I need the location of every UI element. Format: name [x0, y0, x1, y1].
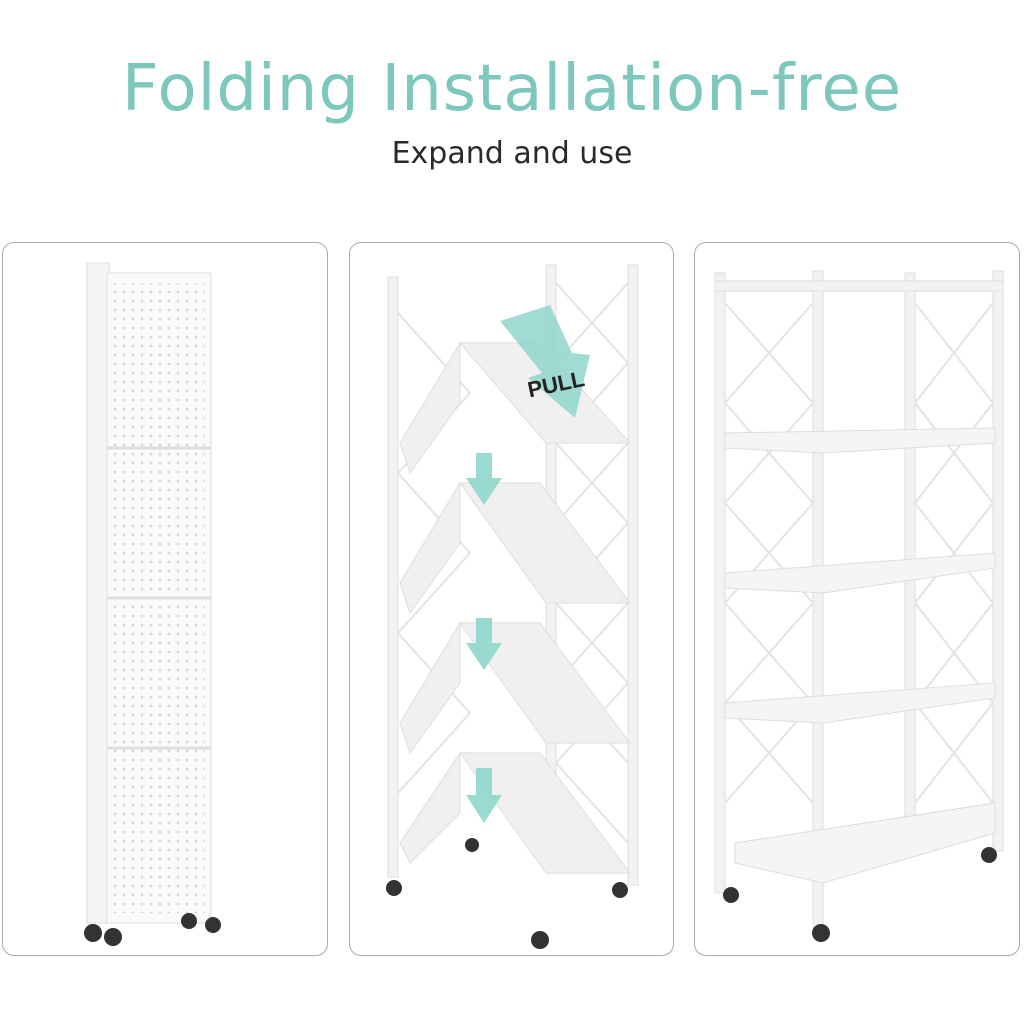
folded-shelf-panel	[2, 242, 328, 956]
headline: Folding Installation-free	[121, 52, 903, 126]
unfolding-shelf-image: PULL	[386, 264, 639, 949]
down-arrow-icon	[466, 453, 502, 823]
folded-shelf-image	[84, 262, 221, 946]
wheel-icon	[723, 847, 997, 942]
wheel-icon	[386, 838, 628, 949]
pull-arrow-icon: PULL	[500, 305, 590, 418]
wheel-icon	[84, 913, 221, 946]
subheadline: Expand and use	[391, 136, 633, 171]
expanded-shelf-panel	[694, 242, 1020, 956]
expanded-shelf-image	[714, 270, 1004, 942]
unfolding-shelf-panel: PULL	[349, 242, 674, 956]
